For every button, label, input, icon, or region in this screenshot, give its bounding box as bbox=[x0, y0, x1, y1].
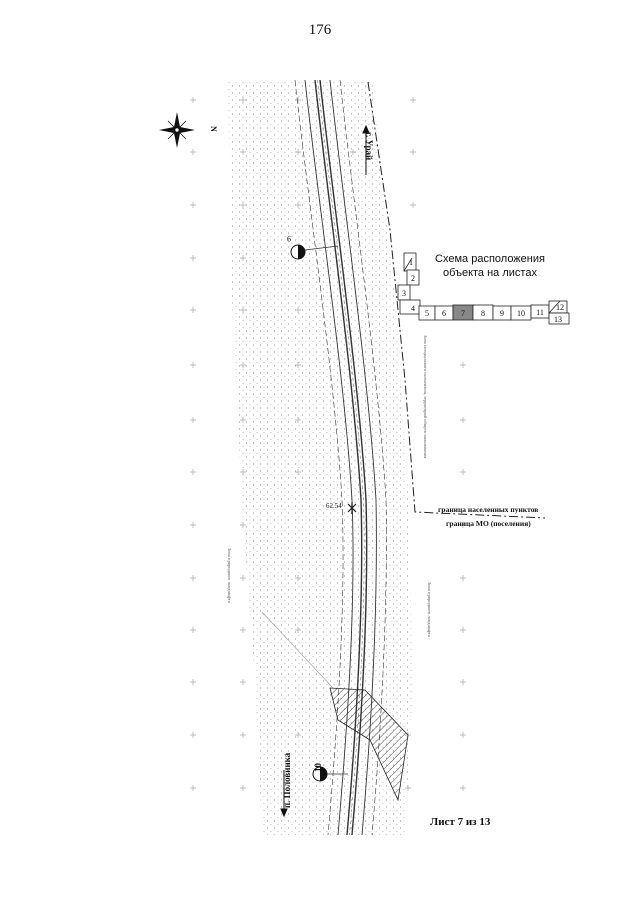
sheet-num-9: 9 bbox=[500, 309, 504, 318]
compass-rose-icon bbox=[159, 112, 195, 148]
sheet-num-4: 4 bbox=[411, 304, 415, 313]
sheet-num-2: 2 bbox=[411, 274, 415, 283]
sheet-cell-13 bbox=[548, 312, 570, 325]
mo-boundary-label: граница МО (поселения) bbox=[446, 519, 531, 528]
sheet-num-1: 1 bbox=[409, 258, 413, 267]
elevation-label: 62.54 bbox=[326, 502, 342, 510]
sheet-num-3: 3 bbox=[402, 289, 406, 298]
sheet-num-10: 10 bbox=[517, 309, 525, 318]
point-9-label: 9 bbox=[287, 234, 291, 243]
scheme-title: Схема расположения объекта на листах bbox=[420, 252, 560, 280]
point-9-marker bbox=[290, 244, 339, 260]
zone-right-label: Зона природного ландшафта bbox=[427, 582, 432, 637]
hatched-area bbox=[329, 687, 409, 802]
to-village-label: п. Половинка bbox=[282, 752, 292, 808]
sheet-num-7: 7 bbox=[461, 309, 465, 318]
landscape-area bbox=[228, 80, 412, 835]
point-10-label: 10 bbox=[313, 763, 323, 772]
zone-left-label: Зона природного ландшафта bbox=[227, 548, 232, 603]
to-city-label: г. Урай bbox=[364, 132, 374, 161]
sheet-num-5: 5 bbox=[425, 309, 429, 318]
sheet-num-11: 11 bbox=[536, 308, 544, 317]
north-label: N bbox=[209, 126, 218, 132]
grid-crosses bbox=[190, 97, 466, 791]
sheet-num-6: 6 bbox=[442, 309, 446, 318]
arrow-to-village bbox=[280, 770, 288, 818]
sheet-num-12: 12 bbox=[556, 303, 564, 312]
arrow-to-city bbox=[362, 124, 370, 175]
settlement-boundary-label: граница населенных пунктов bbox=[438, 505, 539, 514]
scheme-title-line1: Схема расположения bbox=[435, 253, 545, 265]
sheet-num-13: 13 bbox=[554, 315, 562, 324]
sheet-number-label: Лист 7 из 13 bbox=[430, 816, 491, 828]
page-number: 176 bbox=[308, 22, 332, 38]
settlement-boundary-line bbox=[367, 81, 546, 519]
point-10-marker bbox=[312, 766, 348, 782]
elevation-mark bbox=[347, 502, 357, 514]
thin-diagonal bbox=[261, 611, 334, 689]
sheet-cell-4 bbox=[399, 299, 421, 315]
sheet-num-8: 8 bbox=[481, 309, 485, 318]
sheet-index-map bbox=[397, 252, 570, 325]
sheet-index-numbers: 1 2 3 4 5 6 7 8 9 10 11 12 13 bbox=[402, 258, 564, 324]
sheet-cell-2 bbox=[406, 269, 420, 286]
scheme-title-line2: объекта на листах bbox=[443, 267, 537, 279]
zone-upper-label: Зона специального назначения, территорий… bbox=[423, 335, 428, 459]
